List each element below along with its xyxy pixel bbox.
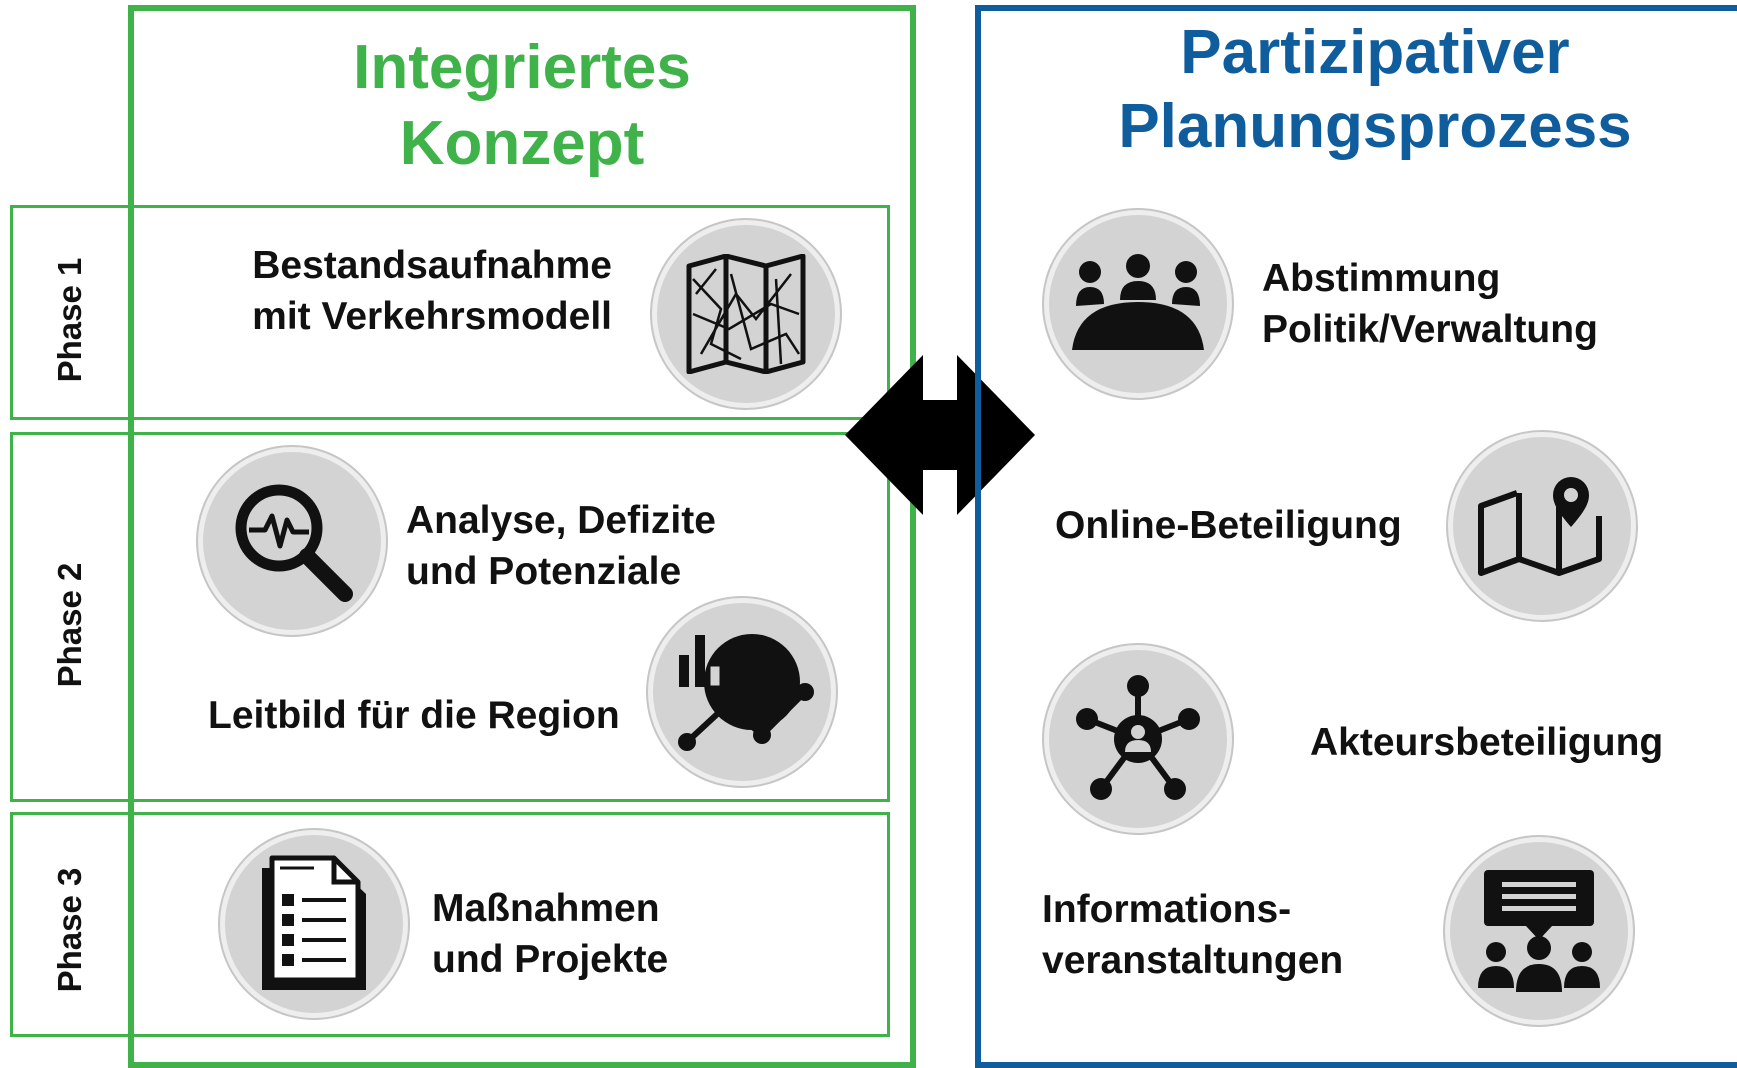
right-panel-title: Partizipativer Planungsprozess xyxy=(975,16,1737,164)
massnahmen-line2: und Projekte xyxy=(432,938,669,981)
left-panel-title: Integriertes Konzept xyxy=(128,30,916,182)
magnifier-pulse-icon xyxy=(235,484,353,602)
meeting-table-icon xyxy=(1072,254,1204,350)
document-circle xyxy=(220,830,408,1018)
network-people-icon xyxy=(1076,675,1200,800)
right-title-line1: Partizipativer xyxy=(1180,18,1570,87)
informations-line1: Informations- xyxy=(1042,888,1292,931)
informationsveranstaltungen-label: Informations- veranstaltungen xyxy=(1042,884,1343,986)
analyse-label: Analyse, Defizite und Potenziale xyxy=(406,495,716,597)
analyse-line2: und Potenziale xyxy=(406,550,682,593)
phase-2-box xyxy=(10,432,890,802)
bestandsaufnahme-line2: mit Verkehrsmodell xyxy=(252,295,612,338)
abstimmung-line2: Politik/Verwaltung xyxy=(1262,308,1598,351)
abstimmung-label: Abstimmung Politik/Verwaltung xyxy=(1262,253,1598,355)
bestandsaufnahme-label: Bestandsaufnahme mit Verkehrsmodell xyxy=(220,240,612,342)
left-title-line2: Konzept xyxy=(399,109,645,178)
right-title-line2: Planungsprozess xyxy=(1118,92,1632,161)
map-pin-icon xyxy=(1478,477,1602,576)
informations-line2: veranstaltungen xyxy=(1042,939,1344,982)
document-checklist-icon xyxy=(262,855,366,990)
phase-3-box xyxy=(10,812,890,1037)
meeting-circle xyxy=(1044,210,1232,398)
online-beteiligung-label: Online-Beteiligung xyxy=(1055,504,1402,547)
chart-analytics-icon xyxy=(678,634,814,751)
map-lines-icon xyxy=(686,254,806,374)
presentation-audience-icon xyxy=(1478,870,1600,992)
abstimmung-line1: Abstimmung xyxy=(1262,257,1501,300)
massnahmen-label: Maßnahmen und Projekte xyxy=(432,883,668,985)
massnahmen-line1: Maßnahmen xyxy=(432,887,660,930)
phase-1-label: Phase 1 xyxy=(51,257,88,383)
phase-2-label: Phase 2 xyxy=(51,562,88,688)
magnifier-circle xyxy=(198,447,386,635)
map-pin-circle xyxy=(1448,432,1636,620)
bestandsaufnahme-line1: Bestandsaufnahme xyxy=(252,244,612,287)
presentation-circle xyxy=(1445,837,1633,1025)
analyse-line1: Analyse, Defizite xyxy=(406,499,716,542)
leitbild-label: Leitbild für die Region xyxy=(208,694,620,737)
left-title-line1: Integriertes xyxy=(353,33,691,102)
chart-analytics-circle xyxy=(648,598,836,786)
network-circle xyxy=(1044,645,1232,833)
phase-1-box xyxy=(10,205,890,420)
map-lines-circle xyxy=(652,220,840,408)
double-arrow-icon xyxy=(845,355,1035,515)
akteursbeteiligung-label: Akteursbeteiligung xyxy=(1310,721,1664,764)
phase-3-label: Phase 3 xyxy=(51,867,88,993)
